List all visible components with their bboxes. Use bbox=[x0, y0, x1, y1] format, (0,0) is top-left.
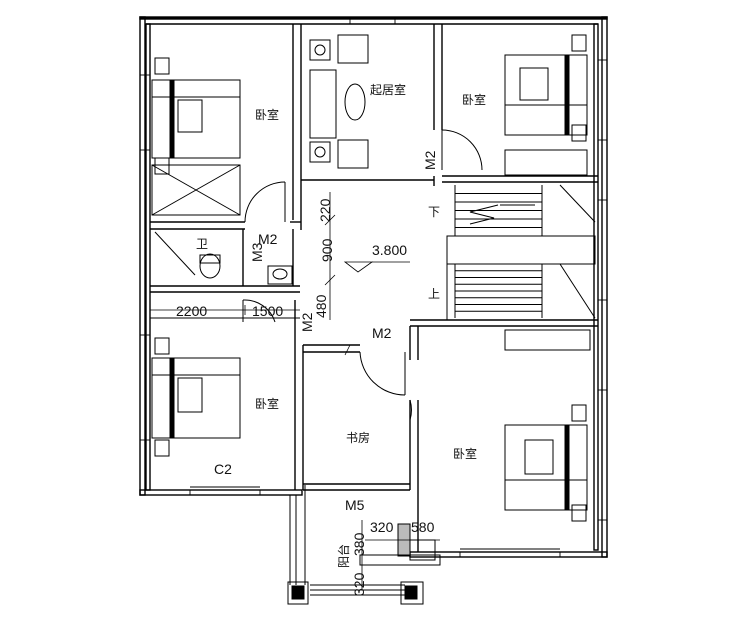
door-labels: M2 M2 M3 M2 M2 M5 C2 bbox=[214, 150, 438, 513]
bed-sw bbox=[151, 337, 241, 457]
door-m5-study: M5 bbox=[345, 497, 365, 513]
bath-fixtures bbox=[154, 231, 293, 285]
bed-ne bbox=[504, 34, 588, 176]
living-furniture bbox=[309, 34, 369, 169]
room-bath: 卫 bbox=[196, 237, 208, 251]
window-c2: C2 bbox=[214, 461, 232, 477]
room-bedroom-se: 卧室 bbox=[453, 446, 477, 461]
dim-320-top: 320 bbox=[370, 519, 394, 535]
door-m2-living: M2 bbox=[422, 150, 438, 170]
dim-380: 380 bbox=[351, 532, 367, 556]
dim-480: 480 bbox=[313, 294, 329, 318]
stair-labels: 下 上 3.800 bbox=[372, 205, 440, 301]
dim-900: 900 bbox=[319, 238, 335, 262]
dim-1500: 1500 bbox=[252, 303, 283, 319]
bed-nw bbox=[151, 57, 241, 216]
balcony bbox=[287, 485, 441, 605]
dimension-labels: 220 900 480 2200 1500 320 580 380 320 bbox=[176, 198, 435, 596]
door-m3-bath: M3 bbox=[249, 242, 265, 262]
door-m2-bedroom: M2 bbox=[258, 231, 278, 247]
room-bedroom-sw: 卧室 bbox=[255, 396, 279, 411]
room-balcony: 阳台 bbox=[336, 544, 351, 568]
stair-up-label: 上 bbox=[428, 287, 440, 301]
dim-580: 580 bbox=[411, 519, 435, 535]
dim-320-left: 320 bbox=[351, 572, 367, 596]
door-swings bbox=[242, 129, 483, 421]
door-m2-bath: M2 bbox=[299, 312, 315, 332]
room-study: 书房 bbox=[346, 430, 370, 445]
dimension-lines bbox=[150, 192, 440, 590]
stair-down-label: 下 bbox=[428, 205, 440, 219]
room-labels: 卧室 起居室 卧室 卫 卧室 书房 卧室 阳台 bbox=[196, 82, 486, 568]
room-bedroom-nw: 卧室 bbox=[255, 107, 279, 122]
interior-walls bbox=[150, 24, 598, 552]
staircase bbox=[446, 184, 596, 320]
room-living: 起居室 bbox=[370, 82, 406, 97]
room-bedroom-ne: 卧室 bbox=[462, 92, 486, 107]
outer-wall bbox=[139, 16, 608, 558]
elevation-label: 3.800 bbox=[372, 242, 407, 258]
dim-220: 220 bbox=[317, 198, 333, 222]
bed-se bbox=[504, 329, 591, 522]
door-m2-study: M2 bbox=[372, 325, 392, 341]
dim-2200: 2200 bbox=[176, 303, 207, 319]
windows bbox=[140, 17, 607, 557]
